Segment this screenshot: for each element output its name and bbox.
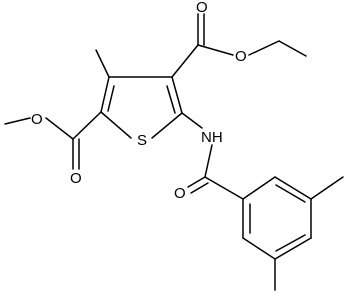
bond-amide-carbonyl-double	[190, 182, 209, 194]
atom-s-ring: S	[137, 132, 147, 149]
bond-c5-s	[151, 112, 183, 139]
atom-o-carbonyl-top: O	[196, 0, 208, 16]
bond-benzene-2-3	[274, 176, 312, 200]
bond-c3-c2-inner	[107, 85, 115, 112]
bond-benzene-methyl-top	[310, 176, 344, 200]
bond-benzene-5-6	[242, 237, 276, 260]
bond-c2-ester-carbon	[72, 111, 102, 140]
bond-carbonyl-ring	[204, 176, 244, 200]
bond-amide-carbonyl	[187, 176, 206, 188]
bond-ester-c-o	[197, 44, 234, 56]
bond-c3-methyl	[95, 49, 110, 78]
bond-n-carbonyl	[204, 144, 213, 178]
bond-benzene-4-5	[274, 237, 312, 260]
bond-o-methyl	[4, 117, 31, 125]
bond-c3-c2	[100, 76, 110, 113]
bond-c4-ester-carbon	[171, 44, 199, 78]
bond-ester2-c-o	[45, 117, 74, 140]
bond-o-ethyl-ch2	[248, 40, 280, 56]
bond-c5-n	[181, 112, 203, 129]
atom-nh: NH	[201, 129, 223, 146]
bond-benzene-1-2	[242, 176, 276, 200]
bond-ethyl-ch2-ch3	[278, 40, 307, 57]
atom-o-ester-top: O	[235, 48, 247, 65]
bond-benzene-2-3-inner	[275, 184, 306, 203]
atom-o-amide: O	[174, 185, 186, 202]
atom-o-carbonyl-left: O	[70, 170, 82, 187]
atom-o-ester-left: O	[31, 111, 43, 128]
bond-c4-c5	[171, 76, 183, 114]
bond-c2-s	[100, 111, 132, 139]
bond-c4-c5-inner	[166, 85, 176, 114]
bond-benzene-4-5-inner	[275, 234, 306, 252]
